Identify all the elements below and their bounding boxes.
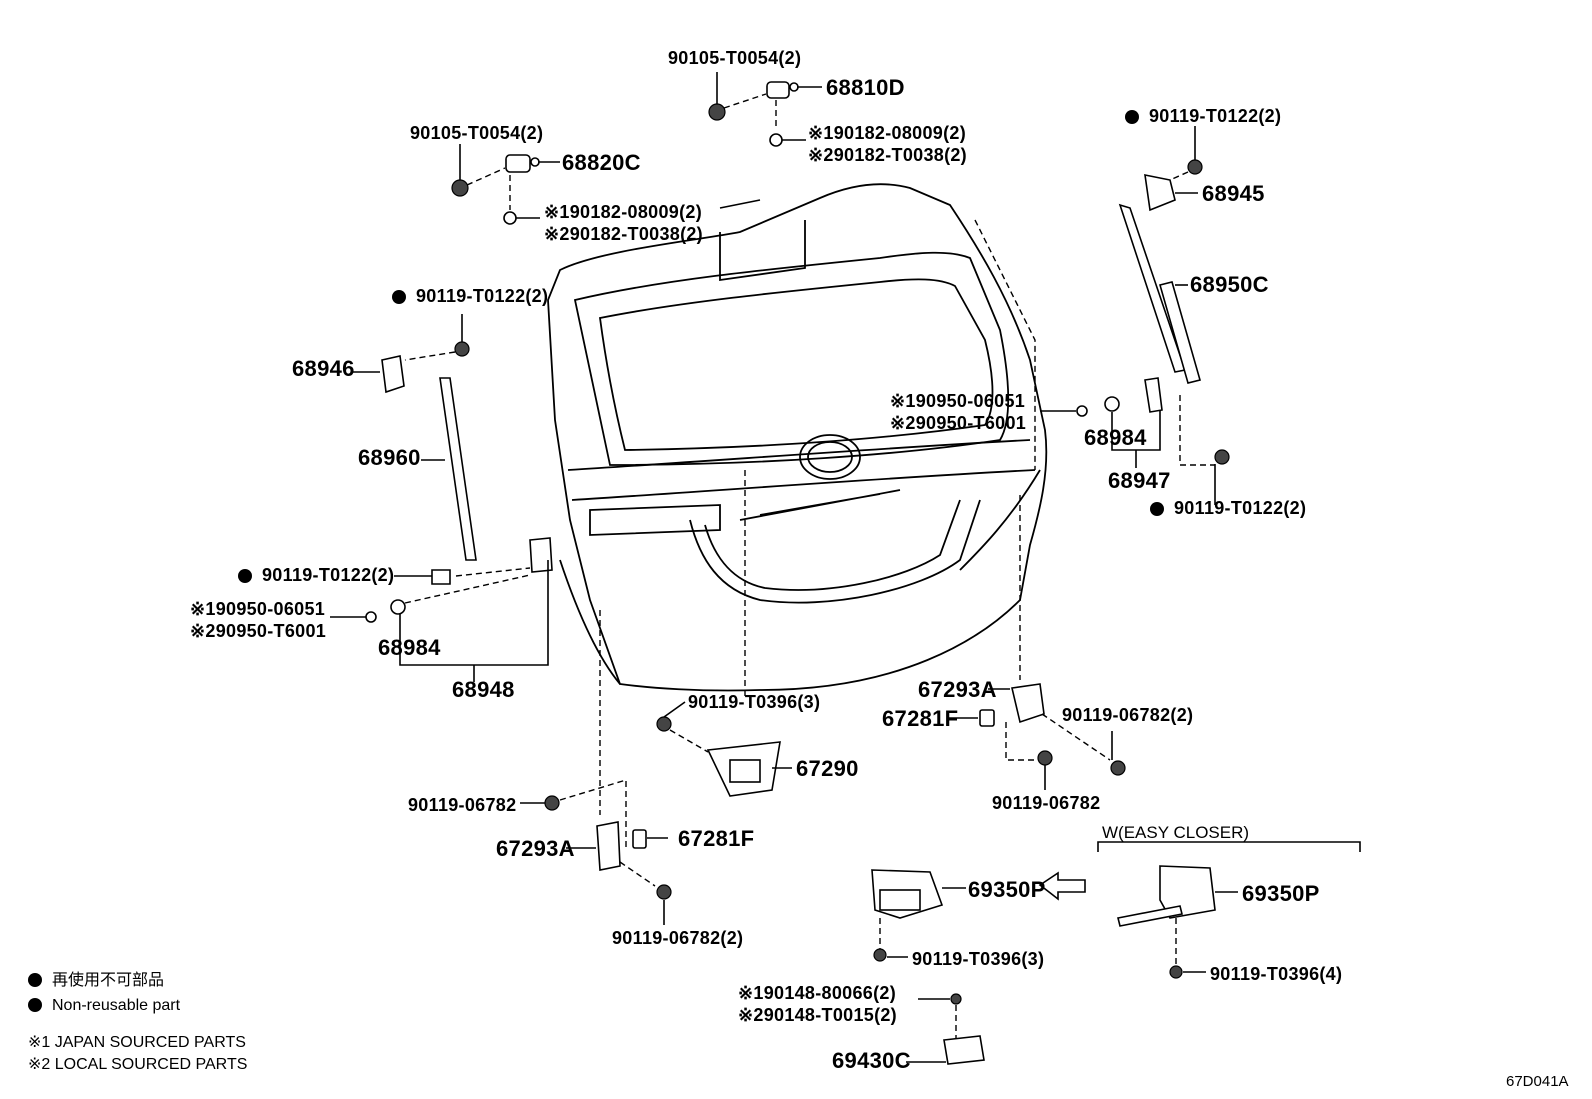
easy-closer-group — [871, 841, 1361, 979]
label-closer-right-bolt: 90119-T0396(4) — [1210, 964, 1343, 984]
label-top-nut-a-1: ※190182-08009(2) — [808, 123, 966, 143]
label-handle-screw-1: ※190148-80066(2) — [738, 983, 896, 1003]
legend-non-reusable-en: Non-reusable part — [28, 998, 180, 1014]
label-striker-l-bolt-b: 90119-06782(2) — [612, 928, 744, 948]
label-right-bracket: 68945 — [1202, 181, 1265, 206]
label-right-hinge: 68947 — [1108, 468, 1171, 493]
label-top-sensor-a: 68810D — [826, 75, 905, 100]
label-top-bolt-a: 90105-T0054(2) — [668, 48, 802, 68]
label-lock-bolt: 90119-T0396(3) — [688, 692, 821, 712]
label-striker-r-f: 67281F — [882, 706, 959, 731]
label-lock: 67290 — [796, 756, 859, 781]
label-closer-left-bolt: 90119-T0396(3) — [912, 949, 1045, 969]
label-left-cushion: 68984 — [378, 635, 441, 660]
label-left-strut: 68960 — [358, 445, 421, 470]
diagram-code: 67D041A — [1506, 1073, 1569, 1090]
left-striker — [520, 779, 672, 925]
label-striker-l-bolt-a: 90119-06782 — [408, 795, 517, 815]
label-left-bolt-bottom: 90119-T0122(2) — [238, 566, 394, 584]
label-right-cushion: 68984 — [1084, 425, 1147, 450]
label-right-grommet-1: ※190950-06051 — [890, 391, 1026, 411]
label-striker-l-f: 67281F — [678, 826, 755, 851]
label-left-sensor-b: 68820C — [562, 150, 641, 175]
label-left-bracket: 68946 — [292, 356, 355, 381]
label-left-grommet-1: ※190950-06051 — [190, 599, 326, 619]
label-right-grommet-2: ※290950-T6001 — [890, 413, 1027, 433]
sensor-68810d — [708, 72, 822, 147]
label-closer-right: 69350P — [1242, 881, 1320, 906]
label-right-bolt-bottom: 90119-T0122(2) — [1150, 499, 1306, 517]
label-closer-header: W(EASY CLOSER) — [1102, 823, 1250, 842]
label-closer-left: 69350P — [968, 877, 1046, 902]
label-right-bolt-top: 90119-T0122(2) — [1125, 107, 1281, 125]
back-door-panel — [547, 183, 1048, 815]
label-striker-r-bolt-a: 90119-06782(2) — [1062, 705, 1194, 725]
right-striker — [948, 683, 1126, 790]
label-striker-r-bolt-b: 90119-06782 — [992, 793, 1101, 813]
legend-non-reusable-jp: 再使用不可部品 — [28, 973, 164, 989]
legend-note-1: ※1 JAPAN SOURCED PARTS — [28, 1034, 246, 1051]
non-reusable-icon — [28, 998, 42, 1012]
label-left-grommet-2: ※290950-T6001 — [190, 621, 327, 641]
non-reusable-icon — [392, 290, 406, 304]
label-striker-l-a: 67293A — [496, 836, 575, 861]
sensor-68820c — [451, 144, 761, 225]
non-reusable-icon — [1150, 502, 1164, 516]
label-handle-screw-2: ※290148-T0015(2) — [738, 1005, 897, 1025]
label-left-bolt-top: 90119-T0122(2) — [392, 287, 548, 305]
label-handle: 69430C — [832, 1048, 911, 1073]
label-right-strut: 68950C — [1190, 272, 1269, 297]
right-stay-assembly — [1040, 126, 1230, 505]
non-reusable-icon — [1125, 110, 1139, 124]
non-reusable-icon — [28, 973, 42, 987]
handle-69430c — [906, 993, 985, 1065]
legend-note-2: ※2 LOCAL SOURCED PARTS — [28, 1056, 248, 1073]
label-left-nut-b-2: ※290182-T0038(2) — [544, 224, 703, 244]
lock-67290 — [656, 701, 792, 797]
non-reusable-icon — [238, 569, 252, 583]
label-left-bolt-b: 90105-T0054(2) — [410, 123, 544, 143]
label-top-nut-a-2: ※290182-T0038(2) — [808, 145, 967, 165]
left-stay-assembly — [330, 314, 553, 682]
label-striker-r-a: 67293A — [918, 677, 997, 702]
label-left-hinge: 68948 — [452, 677, 515, 702]
label-left-nut-b-1: ※190182-08009(2) — [544, 202, 702, 222]
